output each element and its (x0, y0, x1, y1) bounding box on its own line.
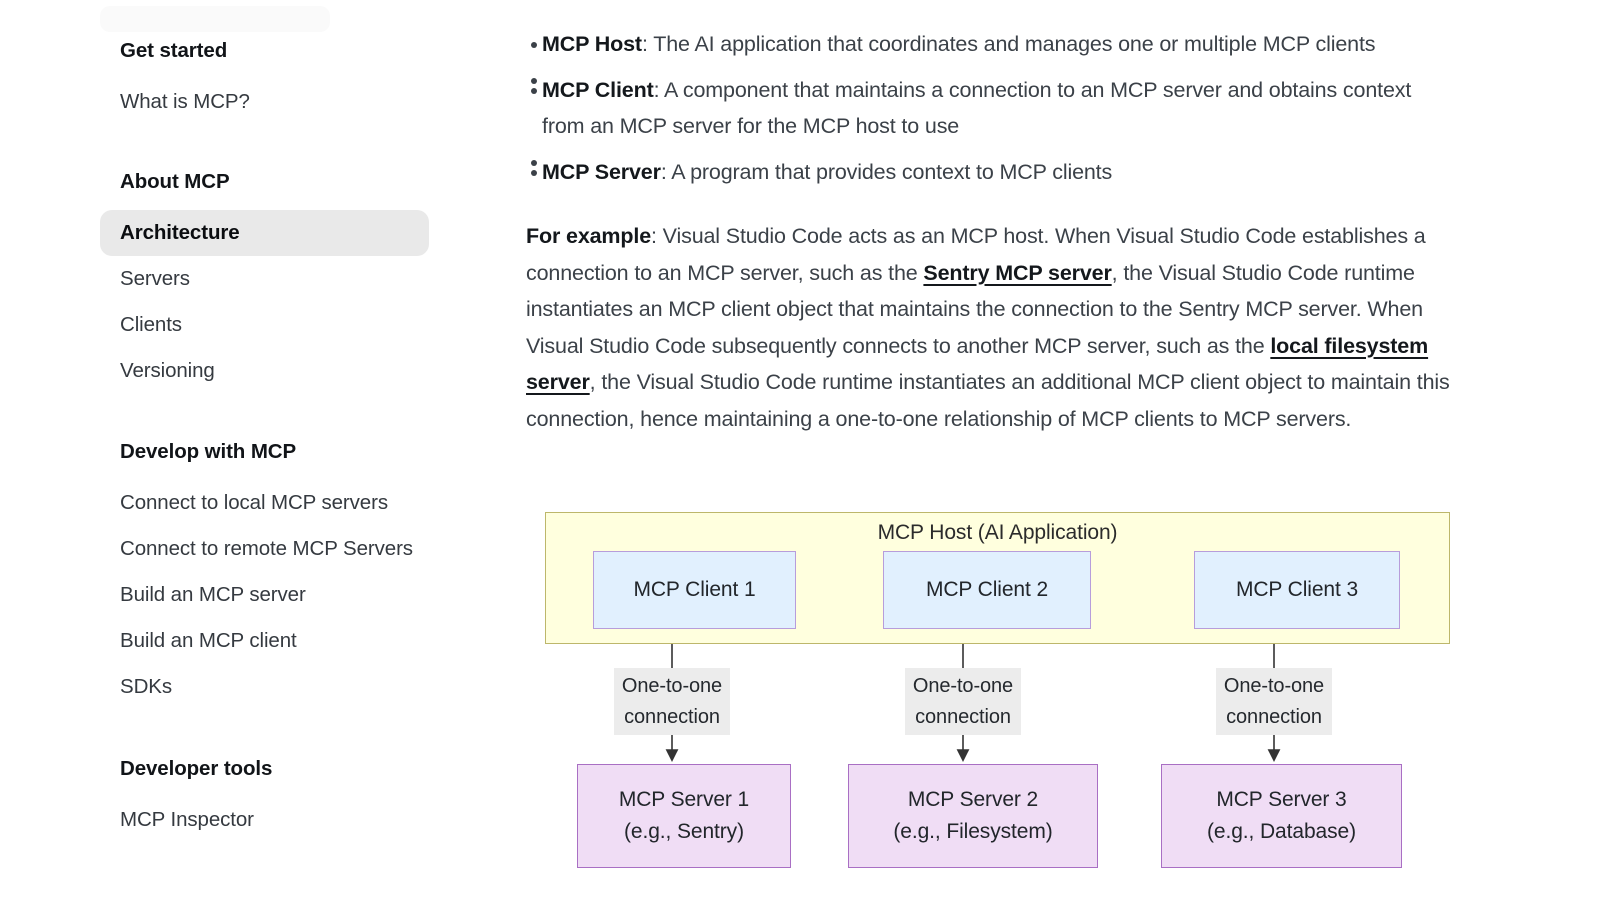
example-paragraph: For example: Visual Studio Code acts as … (526, 218, 1451, 437)
sidebar-item-label: Clients (120, 313, 182, 336)
sidebar-item-label: Build an MCP server (120, 583, 306, 606)
sidebar-item-sdks[interactable]: SDKs (100, 664, 413, 710)
sidebar-item-label: Connect to remote MCP Servers (120, 537, 413, 560)
server-name: MCP Server 2 (907, 788, 1039, 811)
link-sentry-mcp-server[interactable]: Sentry MCP server (923, 260, 1112, 285)
bullet-term: MCP Server (542, 160, 661, 184)
sidebar-item-build-client[interactable]: Build an MCP client (100, 618, 413, 664)
architecture-diagram: MCP Host (AI Application) MCP Client 1 M… (536, 500, 1546, 900)
paragraph-part-1: : Visual Studio Code acts as an MCP host… (526, 224, 1426, 285)
sidebar-scrolled-item-partial (100, 6, 330, 32)
bullet-text: : The AI application that coordinates an… (641, 32, 1376, 56)
sidebar-item-label: SDKs (120, 675, 173, 698)
paragraph-part-2: , the Visual Studio Code runtime instant… (526, 260, 1423, 358)
sidebar-item-what-is-mcp[interactable]: What is MCP? (100, 79, 250, 125)
edge-label-line-2: connection (915, 706, 1011, 728)
mcp-client-1-node: MCP Client 1 (593, 551, 796, 629)
paragraph-lead: For example (526, 224, 652, 248)
edge-label-line-1: One-to-one (912, 675, 1014, 697)
edge-label-line-1: One-to-one (621, 675, 723, 697)
mcp-client-2-node: MCP Client 2 (883, 551, 1091, 629)
sidebar-group-title: Develop with MCP (120, 440, 297, 463)
sidebar-item-mcp-inspector[interactable]: MCP Inspector (100, 797, 272, 843)
sidebar-item-architecture[interactable]: Architecture (100, 210, 429, 256)
spacer (500, 62, 1445, 84)
sidebar-item-label: Architecture (120, 221, 240, 244)
list-item: MCP Server: A program that provides cont… (500, 154, 1445, 190)
main-content: MCP Host: The AI application that coordi… (500, 0, 1600, 908)
server-example: (e.g., Filesystem) (893, 820, 1053, 843)
sidebar-group-develop-with-mcp: Develop with MCP (100, 429, 413, 475)
sidebar-item-label: Build an MCP client (120, 629, 297, 652)
server-example: (e.g., Database) (1207, 820, 1356, 843)
sidebar-item-label: Servers (120, 267, 190, 290)
sidebar-item-clients[interactable]: Clients (100, 302, 429, 348)
spacer (500, 144, 1445, 166)
sidebar-item-connect-local[interactable]: Connect to local MCP servers (100, 480, 413, 526)
sidebar-item-versioning[interactable]: Versioning (100, 348, 429, 394)
sidebar-group-about-mcp: About MCP (100, 159, 429, 205)
sidebar-group-developer-tools: Developer tools (100, 746, 272, 792)
edge-label-1: One-to-one connection (614, 668, 730, 735)
mcp-server-3-node: MCP Server 3 (e.g., Database) (1161, 764, 1402, 868)
mcp-server-1-node: MCP Server 1 (e.g., Sentry) (577, 764, 791, 868)
sidebar-item-connect-remote[interactable]: Connect to remote MCP Servers (100, 526, 413, 572)
edge-label-line-2: connection (624, 706, 720, 728)
server-name: MCP Server 3 (1216, 788, 1347, 811)
paragraph-part-3: , the Visual Studio Code runtime instant… (526, 370, 1450, 431)
edge-label-2: One-to-one connection (905, 668, 1021, 735)
bullet-term: MCP Host (542, 32, 642, 56)
edge-label-3: One-to-one connection (1216, 668, 1332, 735)
server-example: (e.g., Sentry) (624, 820, 744, 843)
sidebar-group-get-started: Get started (100, 28, 250, 74)
mcp-client-3-node: MCP Client 3 (1194, 551, 1400, 629)
sidebar-item-label: Versioning (120, 359, 215, 382)
edge-label-line-2: connection (1226, 706, 1322, 728)
sidebar-group-title: Developer tools (120, 757, 273, 780)
sidebar-item-label: What is MCP? (120, 90, 250, 113)
link-local-filesystem-server[interactable]: local filesystem server (526, 333, 1429, 395)
sidebar-item-label: Connect to local MCP servers (120, 491, 388, 514)
list-item: MCP Client: A component that maintains a… (500, 72, 1445, 144)
sidebar-navigation: Get started What is MCP? About MCP Archi… (0, 0, 500, 908)
bullet-term: MCP Client (542, 78, 654, 102)
list-item: MCP Host: The AI application that coordi… (500, 26, 1445, 62)
mcp-host-title: MCP Host (AI Application) (877, 521, 1118, 544)
sidebar-item-label: MCP Inspector (120, 808, 254, 831)
sidebar-item-build-server[interactable]: Build an MCP server (100, 572, 413, 618)
bullet-text: : A program that provides context to MCP… (660, 160, 1113, 184)
sidebar-group-title: Get started (120, 39, 228, 62)
sidebar-item-servers[interactable]: Servers (100, 256, 429, 302)
bullet-text: : A component that maintains a connectio… (542, 78, 1412, 138)
sidebar-group-title: About MCP (120, 170, 230, 193)
edge-label-line-1: One-to-one (1223, 675, 1325, 697)
mcp-host-container: MCP Host (AI Application) MCP Client 1 M… (545, 512, 1450, 644)
server-name: MCP Server 1 (618, 788, 750, 811)
mcp-server-2-node: MCP Server 2 (e.g., Filesystem) (848, 764, 1098, 868)
concept-bullet-list: MCP Host: The AI application that coordi… (500, 26, 1600, 190)
